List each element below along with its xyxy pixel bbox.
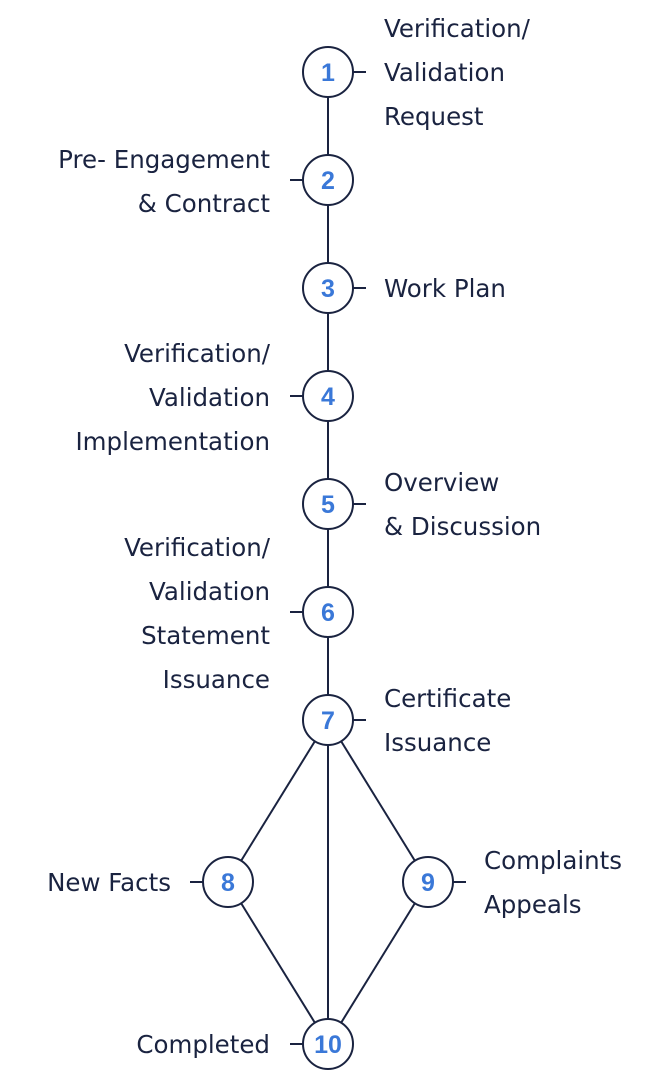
step-circle-1 [302, 46, 354, 98]
edge-8-10 [240, 902, 316, 1024]
step-label-9-line-2: Appeals [484, 890, 582, 919]
step-circle-5 [302, 478, 354, 530]
step-label-2-line-2: & Contract [138, 189, 271, 218]
step-label-5-line-2: & Discussion [384, 512, 541, 541]
step-number-5: 5 [321, 491, 335, 519]
step-label-1-line-2: Validation [384, 58, 505, 87]
step-label-1-line-3: Request [384, 102, 484, 131]
step-label-10-line-1: Completed [136, 1030, 270, 1059]
step-label-8-line-1: New Facts [47, 868, 171, 897]
edge-7-8 [240, 740, 316, 862]
step-circle-3 [302, 262, 354, 314]
step-number-9: 9 [421, 869, 435, 897]
step-label-6-line-3: Statement [141, 621, 270, 650]
step-label-7-line-1: Certificate [384, 684, 511, 713]
step-label-6-line-1: Verification/ [124, 533, 271, 562]
step-number-6: 6 [321, 599, 335, 627]
step-circle-10 [302, 1018, 354, 1070]
connector-lines [240, 97, 416, 1024]
step-number-10: 10 [314, 1031, 342, 1059]
step-label-6-line-4: Issuance [163, 665, 270, 694]
edge-9-10 [340, 902, 416, 1024]
step-label-7-line-2: Issuance [384, 728, 491, 757]
step-label-5-line-1: Overview [384, 468, 499, 497]
step-number-4: 4 [321, 383, 335, 411]
step-number-3: 3 [321, 275, 335, 303]
step-label-1-line-1: Verification/ [384, 14, 531, 43]
step-label-4-line-3: Implementation [75, 427, 270, 456]
label-connectors [190, 71, 466, 1045]
step-circle-4 [302, 370, 354, 422]
step-label-4-line-1: Verification/ [124, 339, 271, 368]
step-number-7: 7 [321, 707, 335, 735]
step-number-8: 8 [221, 869, 235, 897]
step-label-4-line-2: Validation [149, 383, 270, 412]
step-nodes: 1 2 3 4 5 6 7 8 9 10 [202, 46, 454, 1070]
step-label-3-line-1: Work Plan [384, 274, 506, 303]
step-circle-2 [302, 154, 354, 206]
step-circle-7 [302, 694, 354, 746]
step-circle-9 [402, 856, 454, 908]
step-label-9-line-1: Complaints [484, 846, 622, 875]
step-label-2-line-1: Pre- Engagement [58, 145, 270, 174]
edge-7-9 [340, 740, 416, 862]
step-circle-8 [202, 856, 254, 908]
step-label-6-line-2: Validation [149, 577, 270, 606]
step-circle-6 [302, 586, 354, 638]
step-number-2: 2 [321, 167, 335, 195]
step-number-1: 1 [321, 59, 335, 87]
